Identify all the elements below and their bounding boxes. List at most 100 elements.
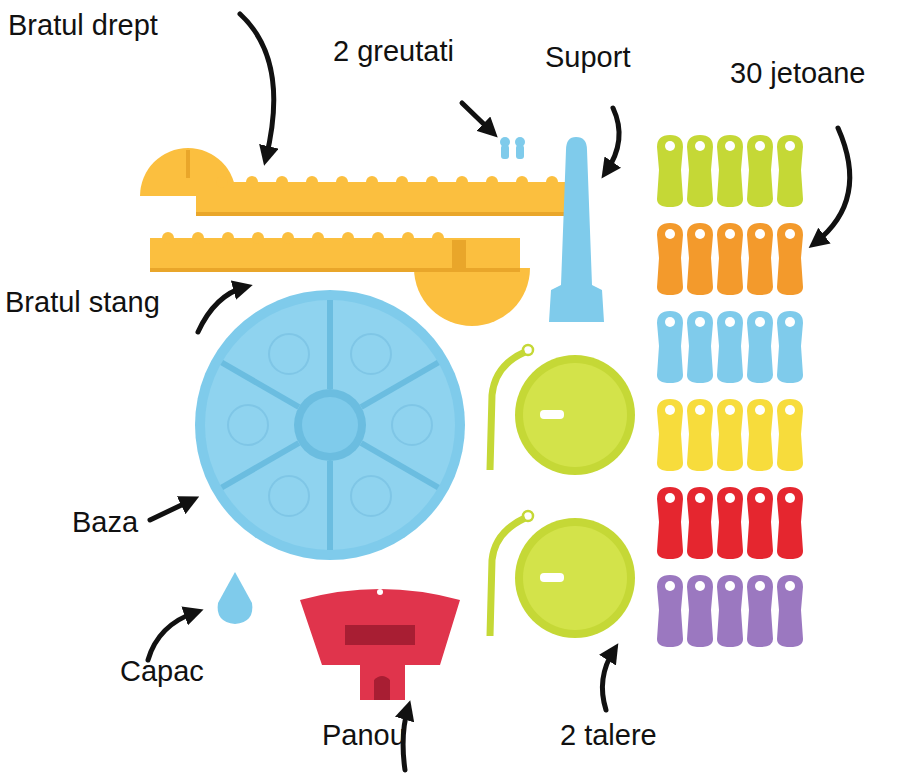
plates xyxy=(490,345,635,638)
token xyxy=(657,575,683,647)
token-hole xyxy=(665,141,675,151)
token-hole xyxy=(665,229,675,239)
token-hole xyxy=(755,405,765,415)
arm-notch xyxy=(396,176,408,188)
token xyxy=(687,311,713,383)
token-hole xyxy=(785,405,795,415)
base-slot xyxy=(269,334,309,374)
token-hole xyxy=(695,317,705,327)
token xyxy=(777,311,803,383)
part-label: 30 jetoane xyxy=(730,58,865,90)
token-hole xyxy=(725,405,735,415)
token-hole xyxy=(725,317,735,327)
token xyxy=(777,223,803,295)
token-hole xyxy=(755,581,765,591)
arm-notch xyxy=(546,176,558,188)
token-hole xyxy=(695,493,705,503)
part-label: 2 talere xyxy=(560,720,657,752)
token-hole xyxy=(725,493,735,503)
base-divider xyxy=(327,300,333,389)
base-divider xyxy=(361,443,438,488)
token xyxy=(687,487,713,559)
token-hole xyxy=(755,229,765,239)
part-label: Bratul stang xyxy=(5,287,160,319)
token xyxy=(717,223,743,295)
token-hole xyxy=(755,493,765,503)
token xyxy=(717,487,743,559)
token xyxy=(687,575,713,647)
token xyxy=(717,135,743,207)
arm-notch xyxy=(276,176,288,188)
token xyxy=(657,311,683,383)
base-slot xyxy=(228,405,268,445)
token-hole xyxy=(785,229,795,239)
token-hole xyxy=(665,405,675,415)
token xyxy=(777,487,803,559)
arm-notch xyxy=(516,176,528,188)
arm-notch xyxy=(192,232,204,244)
token xyxy=(687,135,713,207)
panel xyxy=(300,589,460,700)
arm-notch xyxy=(312,232,324,244)
token xyxy=(777,575,803,647)
support xyxy=(549,137,604,322)
arm-notch xyxy=(252,232,264,244)
token xyxy=(717,399,743,471)
arm-notch xyxy=(306,176,318,188)
arm-notch xyxy=(216,176,228,188)
arm-notch xyxy=(342,232,354,244)
token-hole xyxy=(695,141,705,151)
token xyxy=(747,487,773,559)
leader-arrows xyxy=(148,14,850,770)
token xyxy=(657,399,683,471)
base-slot xyxy=(351,334,391,374)
token xyxy=(657,135,683,207)
base-slot xyxy=(392,405,432,445)
arm-notch xyxy=(246,176,258,188)
token-hole xyxy=(785,317,795,327)
token xyxy=(747,399,773,471)
token-hole xyxy=(695,405,705,415)
arm-notch xyxy=(486,176,498,188)
token-hole xyxy=(665,493,675,503)
part-label: Panou xyxy=(322,720,406,752)
base-slot xyxy=(269,476,309,516)
token-hole xyxy=(665,581,675,591)
arm-notch xyxy=(282,232,294,244)
part-label: Bratul drept xyxy=(8,10,158,42)
token xyxy=(687,399,713,471)
token xyxy=(747,311,773,383)
arm-notch xyxy=(366,176,378,188)
cap xyxy=(218,572,253,624)
arm-notch xyxy=(432,232,444,244)
token xyxy=(747,223,773,295)
arm-notch xyxy=(372,232,384,244)
token-hole xyxy=(785,141,795,151)
token xyxy=(747,575,773,647)
base-divider xyxy=(222,363,299,408)
arm-notch xyxy=(402,232,414,244)
base xyxy=(195,290,465,560)
token-hole xyxy=(785,581,795,591)
weights xyxy=(500,137,525,159)
token-hole xyxy=(665,317,675,327)
tokens xyxy=(657,135,803,647)
token xyxy=(777,135,803,207)
part-label: Capac xyxy=(120,656,204,688)
arm-notch xyxy=(336,176,348,188)
part-label: Baza xyxy=(72,507,138,539)
token xyxy=(657,223,683,295)
token xyxy=(777,399,803,471)
base-slot xyxy=(351,476,391,516)
arm-notch xyxy=(162,232,174,244)
part-label: Suport xyxy=(545,42,630,74)
token-hole xyxy=(695,581,705,591)
token xyxy=(717,311,743,383)
base-divider xyxy=(222,443,299,488)
token-hole xyxy=(725,229,735,239)
token xyxy=(687,223,713,295)
base-divider xyxy=(361,363,438,408)
token-hole xyxy=(785,493,795,503)
token-hole xyxy=(755,317,765,327)
